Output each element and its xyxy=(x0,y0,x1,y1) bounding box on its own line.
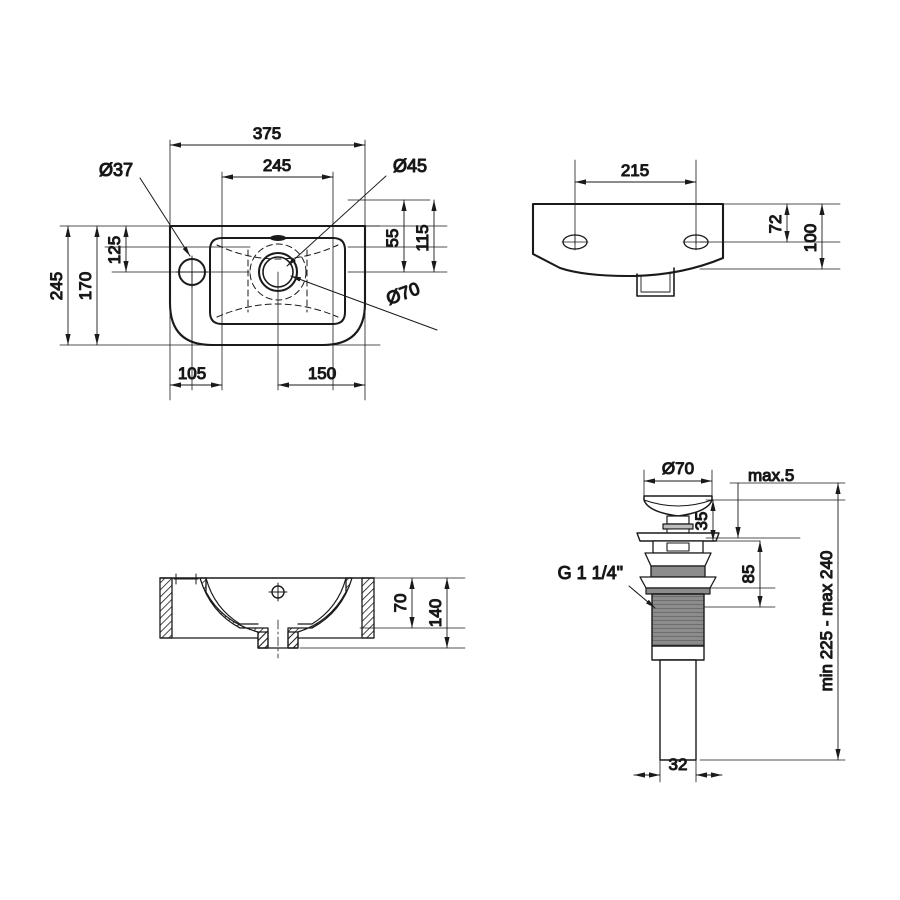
dim-125: 125 xyxy=(104,225,129,273)
front-extension-lines xyxy=(574,159,841,270)
waste-flange xyxy=(636,532,720,542)
label-d37: Ø37 xyxy=(99,160,133,180)
top-view-extension-lines xyxy=(59,139,448,401)
top-view: 375 245 245 170 125 xyxy=(46,123,448,401)
dim-125-text: 125 xyxy=(105,236,124,264)
dim-215: 215 xyxy=(574,160,697,185)
waste-symbol-section xyxy=(268,582,288,602)
dim-max5: max.5 xyxy=(729,465,846,539)
dim-140-section: 140 xyxy=(425,577,450,649)
dim-85: 85 xyxy=(703,540,776,608)
dim-245-width: 245 xyxy=(221,155,334,180)
waste-extension-lines xyxy=(643,469,846,783)
bowl-interior-dashed xyxy=(216,243,339,318)
dim-215-text: 215 xyxy=(621,161,649,180)
waste-threaded-shank xyxy=(651,593,705,661)
dim-72-text: 72 xyxy=(766,215,785,234)
overflow-slot-top xyxy=(270,235,286,241)
waste-cap-stem xyxy=(662,515,694,534)
dim-100-text: 100 xyxy=(801,224,820,252)
dim-range-text: min 225 - max 240 xyxy=(817,551,836,692)
dim-32-text: 32 xyxy=(669,755,688,774)
dim-245-depth-text: 245 xyxy=(47,272,66,300)
basin-outline-front xyxy=(531,202,725,278)
label-d70-top: Ø70 xyxy=(384,278,423,308)
cross-section-view: 70 140 xyxy=(159,573,466,659)
dim-85-text: 85 xyxy=(739,565,758,584)
dim-70-section-text: 70 xyxy=(391,594,410,613)
dim-170: 170 xyxy=(75,225,100,346)
label-d45: Ø45 xyxy=(393,156,427,176)
dim-72: 72 xyxy=(765,203,790,243)
waste-tail-tube xyxy=(659,659,697,761)
dim-170-text: 170 xyxy=(76,272,95,300)
dim-d70-cap-text: Ø70 xyxy=(662,459,694,478)
leader-d45: Ø45 xyxy=(286,155,428,267)
waste-assembly-view: Ø70 max.5 35 85 min 225 - xyxy=(557,458,846,783)
basin-outline-top xyxy=(168,224,367,347)
dim-55-text: 55 xyxy=(383,229,402,248)
waste-upper-body xyxy=(639,540,717,595)
dim-375-text: 375 xyxy=(253,124,281,143)
dim-55: 55 xyxy=(347,199,431,273)
dim-32: 32 xyxy=(633,754,723,778)
section-break-marks xyxy=(173,573,199,585)
dim-150-text: 150 xyxy=(308,364,336,383)
dim-35: 35 xyxy=(691,499,716,542)
dim-150: 150 xyxy=(277,363,366,388)
leader-d37: Ø37 xyxy=(98,159,191,257)
dim-115-text: 115 xyxy=(413,224,432,251)
dim-105: 105 xyxy=(169,363,223,388)
leader-thread-label: G 1 1/4" xyxy=(557,562,656,609)
dim-245-width-text: 245 xyxy=(263,156,291,175)
dim-max5-text: max.5 xyxy=(748,466,794,485)
dim-375: 375 xyxy=(169,123,366,148)
waste-spigot-front xyxy=(636,267,675,297)
dim-range: min 225 - max 240 xyxy=(816,482,841,761)
front-elevation-view: 215 72 100 xyxy=(531,159,841,297)
dim-140-section-text: 140 xyxy=(426,599,445,627)
dim-105-text: 105 xyxy=(178,364,206,383)
dim-115: 115 xyxy=(412,199,437,273)
dim-35-text: 35 xyxy=(692,512,711,531)
label-thread: G 1 1/4" xyxy=(558,563,623,583)
dim-70-section: 70 xyxy=(390,577,415,629)
dim-d70-cap: Ø70 xyxy=(643,458,713,484)
dim-100: 100 xyxy=(800,203,825,270)
dim-245-depth: 245 xyxy=(46,225,71,346)
